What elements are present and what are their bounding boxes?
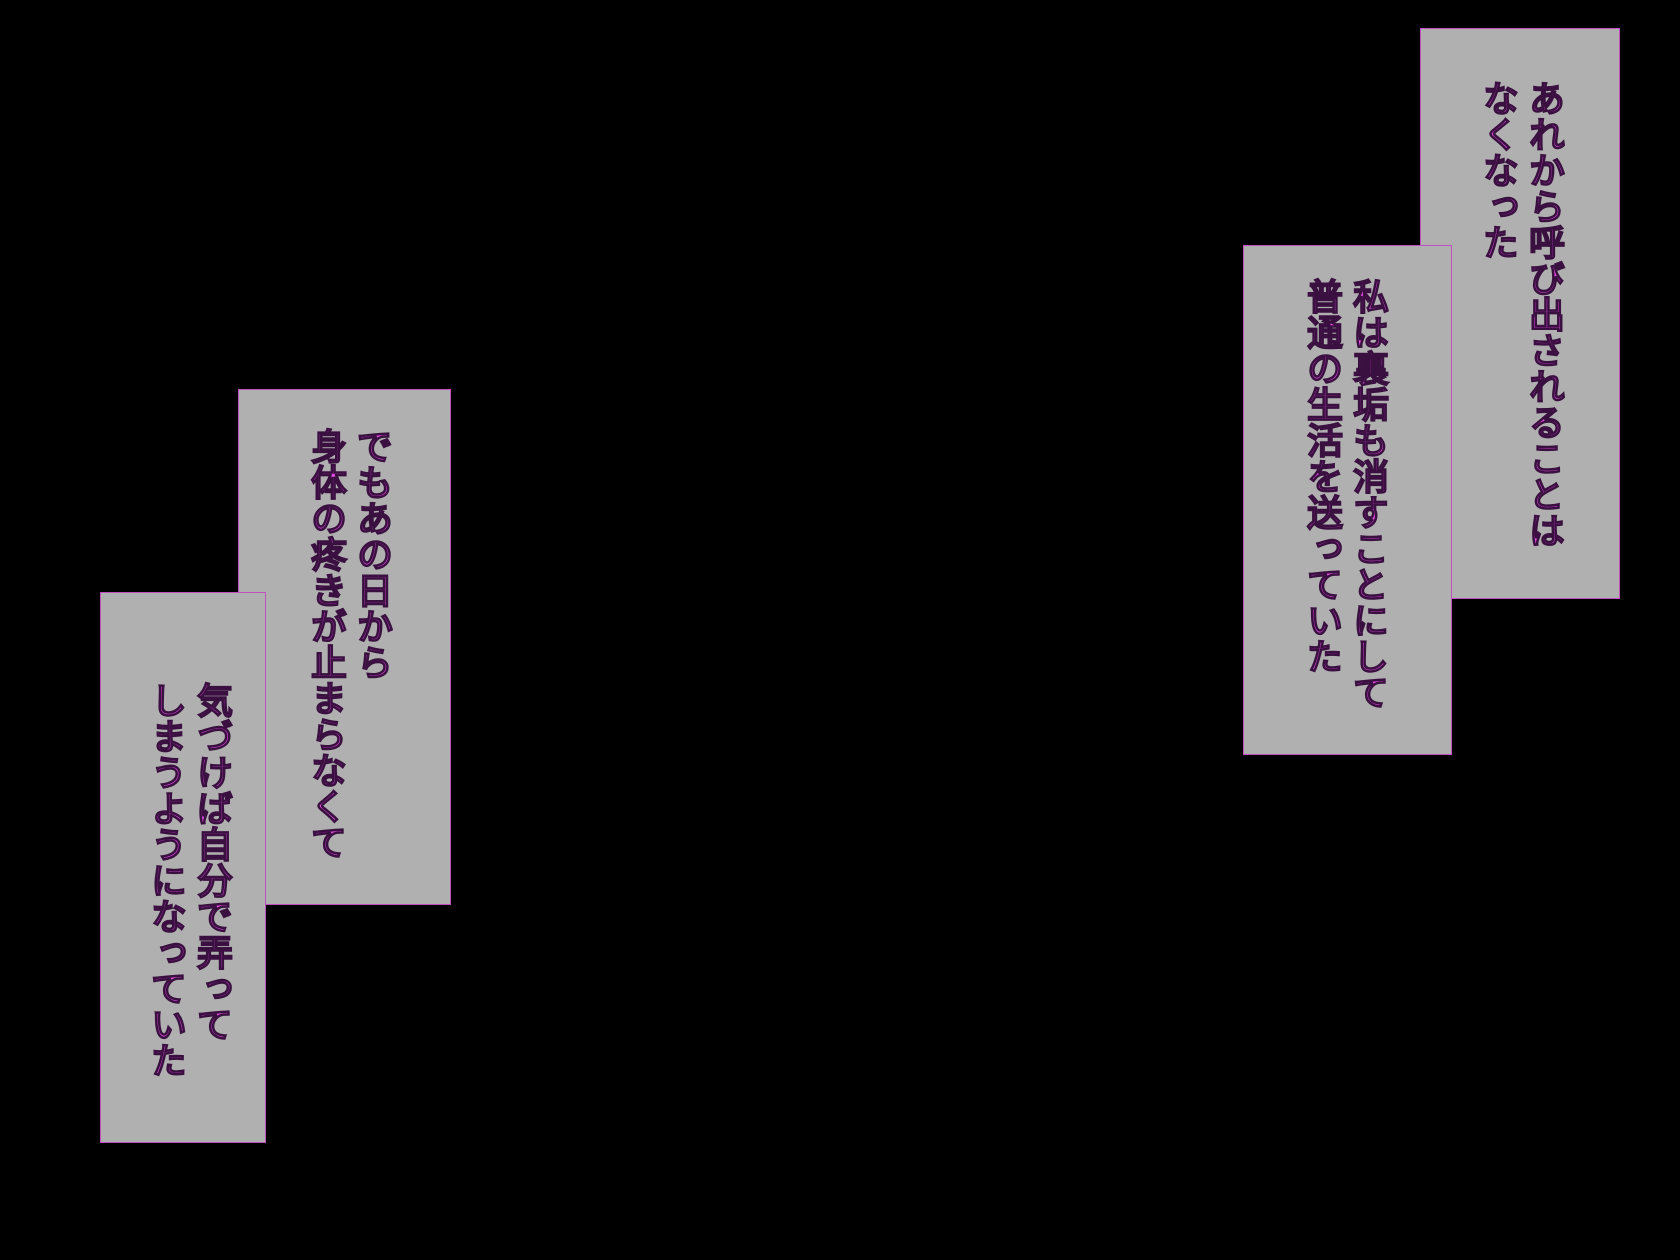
left-top-line-1: でもあの日から	[350, 427, 392, 680]
right-bottom-panel	[1243, 245, 1452, 755]
left-bottom-line-1: 気づけば自分で弄って	[190, 681, 232, 1042]
right-top-panel	[1420, 28, 1620, 599]
right-bottom-line-1: 私は裏垢も消すことにして	[1346, 277, 1388, 710]
right-top-line-2: なくなった	[1476, 79, 1518, 260]
right-panel-join	[1421, 246, 1451, 598]
left-top-line-2: 身体の疼きが止まらなくて	[304, 427, 346, 860]
left-top-panel	[238, 389, 451, 905]
left-bottom-panel	[100, 592, 266, 1143]
left-panel-join	[239, 593, 265, 904]
left-bottom-line-2: しまうようになっていた	[144, 681, 186, 1078]
right-bottom-line-2: 普通の生活を送っていた	[1300, 277, 1342, 674]
right-top-line-1: あれから呼び出されることは	[1522, 79, 1564, 548]
